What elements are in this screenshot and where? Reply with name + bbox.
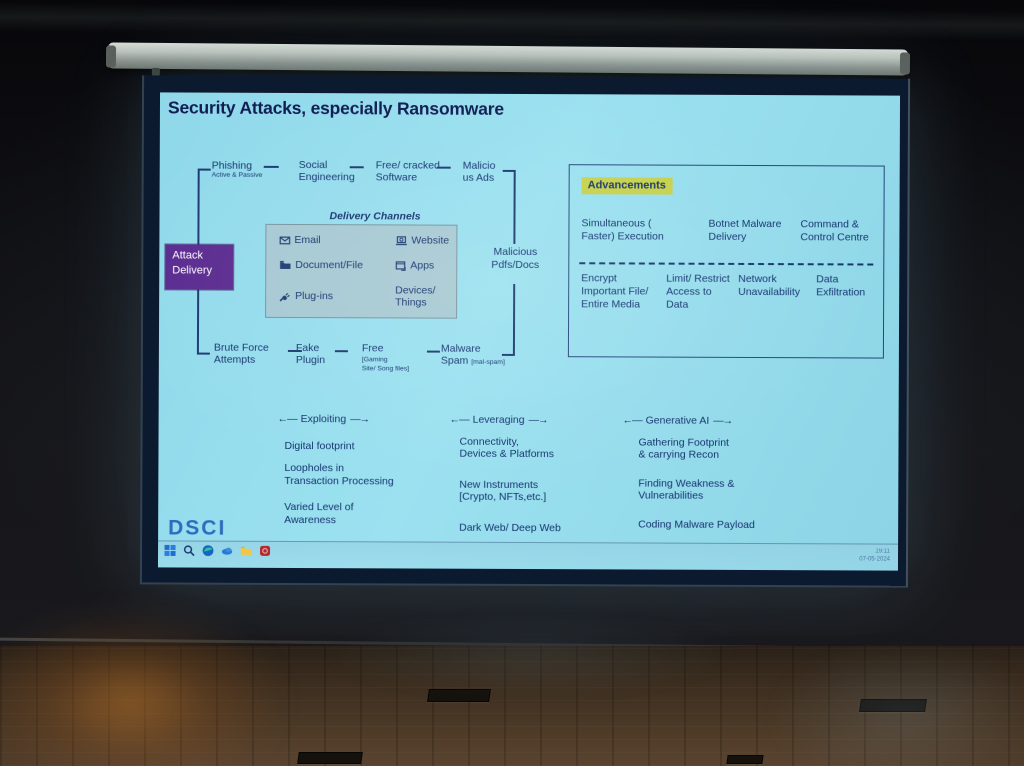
start-button[interactable] [164,544,176,556]
bottom-row-item-fake-plugin: Fake Plugin [295,342,326,367]
channel-label: Plug-ins [295,289,334,303]
housing-end-cap [105,45,117,68]
attack-delivery-box: Attack Delivery [165,244,234,290]
column-header: ←— Generative AI —→ [623,414,783,427]
column-exploiting: ←— Exploiting —→ Digital footprint Looph… [277,413,412,527]
channel-document-file: Document/File [279,259,395,272]
top-row-item-phishing: Phishing Active & Passive [212,160,272,181]
channel-label: Email [294,233,321,247]
laptop-icon [395,235,407,245]
column-header-label: Generative AI [645,414,710,427]
channel-website: Website [395,234,452,247]
advancements-row2: Encrypt Important File/ Entire Media Lim… [573,272,876,313]
channel-plugins: Plug-ins [279,284,395,309]
channel-apps: Apps [395,259,452,272]
advancements-row1: Simultaneous ( Faster) Execution Botnet … [573,217,890,245]
warm-light-glow [0,566,350,766]
top-row-item-free-cracked-software: Free/ cracked Software [375,159,440,184]
column-item: Coding Malware Payload [638,518,755,531]
folder-icon [280,260,291,269]
cool-light-glow [724,616,1024,766]
column-item: Connectivity, Devices & Platforms [459,435,555,461]
bottom-row-item-malware-spam: Malware Spam [mal-spam] [441,343,511,368]
dsci-logo: DSCI [168,516,227,540]
clock-time: 19:11 [875,548,891,555]
dashed-separator [579,262,874,266]
onedrive-icon[interactable] [221,545,233,557]
column-item: Dark Web/ Deep Web [459,521,561,535]
arrow-right-icon: —→ [528,414,548,427]
column-item: Finding Weakness & Vulnerabilities [638,477,735,503]
projected-screen: Security Attacks, especially Ransomware … [139,75,911,588]
top-row-sublabel: Active & Passive [211,172,263,180]
channel-label: Document/File [295,258,364,272]
file-explorer-icon[interactable] [240,545,252,557]
connector-dash [426,350,440,353]
column-header-label: Leveraging [472,413,525,426]
arrow-left-icon: ←— [622,414,642,427]
slide-title: Security Attacks, especially Ransomware [167,97,504,119]
advancement-item: Botnet Malware Delivery [708,217,782,244]
column-item: Loopholes in Transaction Processing [284,462,394,488]
presentation-slide: Security Attacks, especially Ransomware … [157,92,901,571]
search-icon[interactable] [183,545,195,557]
column-header-label: Exploiting [300,413,347,426]
column-header: ←— Leveraging —→ [450,414,585,427]
connector-dash [334,350,348,353]
channel-email: Email [279,234,395,247]
bottom-row-sublabel: [mal-spam] [471,359,505,367]
channel-label: Apps [410,259,435,272]
column-generative-ai: ←— Generative AI —→ Gathering Footprint … [622,414,783,531]
channel-label: Devices/ Things [395,284,436,309]
clock-date: 07-05-2024 [859,556,891,563]
column-header: ←— Exploiting —→ [278,413,413,426]
arrow-left-icon: ←— [277,412,297,426]
bottom-row-label: Free [361,342,384,355]
column-item: Gathering Footprint & carrying Recon [638,436,730,462]
housing-end-cap [899,52,911,75]
advancement-item: Simultaneous ( Faster) Execution [581,217,664,243]
envelope-icon [279,236,291,244]
column-leveraging: ←— Leveraging —→ Connectivity, Devices &… [449,414,585,535]
advancement-item: Data Exfiltration [816,273,866,299]
advancements-title: Advancements [581,177,673,195]
taskbar-clock[interactable]: 19:11 07-05-2024 [859,547,890,563]
acrobat-icon[interactable] [259,545,271,557]
edge-browser-icon[interactable] [202,545,214,557]
arrow-right-icon: —→ [350,413,370,426]
connector-dash [436,166,451,169]
top-row-label: Phishing [211,159,253,172]
app-window-icon [395,260,406,271]
bottom-row-item-free-gaming: Free [Gaming Site/ Song files] [362,342,440,373]
delivery-channels-title: Delivery Channels [329,210,421,223]
connector-dash [349,166,364,169]
column-item: Digital footprint [284,439,355,452]
advancements-box: Advancements Simultaneous ( Faster) Exec… [567,164,885,359]
column-item: Varied Level of Awareness [284,501,354,527]
bottom-row-sublabel: [Gaming Site/ Song files] [361,356,410,373]
advancement-item: Network Unavailability [738,272,801,299]
top-row-item-malicious-ads: Malicio us Ads [462,159,496,185]
advancement-item: Limit/ Restrict Access to Data [666,272,730,311]
plug-icon [279,292,290,301]
bottom-row-item-brute-force: Brute Force Attempts [213,341,269,367]
connector-dash [263,165,279,168]
arrow-left-icon: ←— [449,413,469,426]
channel-label: Website [411,234,450,247]
malicious-pdfs-label: Malicious Pdfs/Docs [491,245,540,272]
channel-devices-things: Devices/ Things [395,284,452,308]
advancement-item: Command & Control Centre [800,218,869,244]
advancement-item: Encrypt Important File/ Entire Media [581,272,649,311]
top-row-item-social-engineering: Social Engineering [298,159,355,184]
arrow-right-icon: —→ [713,414,733,427]
right-bracket-upper [502,169,516,244]
delivery-channels-box: Email Website Document/File Apps Plug-in… [265,223,458,319]
column-item: New Instruments [Crypto, NFTs,etc.] [459,478,547,504]
